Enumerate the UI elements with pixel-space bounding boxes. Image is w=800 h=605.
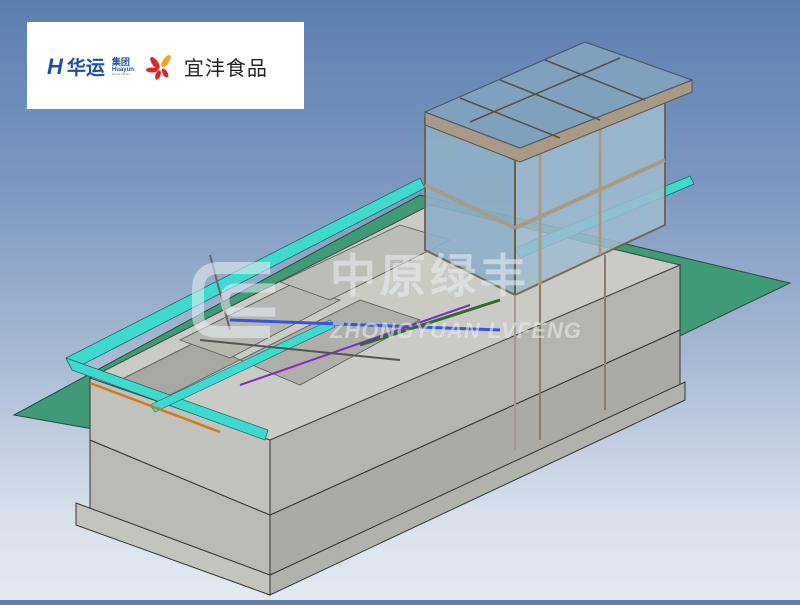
yifeng-flower-logo-icon bbox=[145, 54, 171, 80]
huayun-name: 华运 bbox=[66, 58, 105, 79]
huayun-group: 集团 Huayun Group Tianjin bbox=[111, 56, 134, 76]
walkway-middle bbox=[149, 319, 336, 413]
pipe-orange bbox=[89, 381, 221, 434]
room-roof bbox=[423, 41, 694, 149]
pipe-green bbox=[359, 298, 501, 347]
pipe-blue bbox=[229, 318, 501, 332]
yifeng-name: 宜沣食品 bbox=[183, 58, 268, 80]
base-side bbox=[269, 381, 686, 596]
pipe-purple bbox=[239, 304, 471, 386]
huayun-h-logo-icon: H bbox=[47, 53, 63, 79]
logo-card: H 华运 集团 Huayun Group Tianjin 宜沣食品 bbox=[27, 22, 304, 109]
